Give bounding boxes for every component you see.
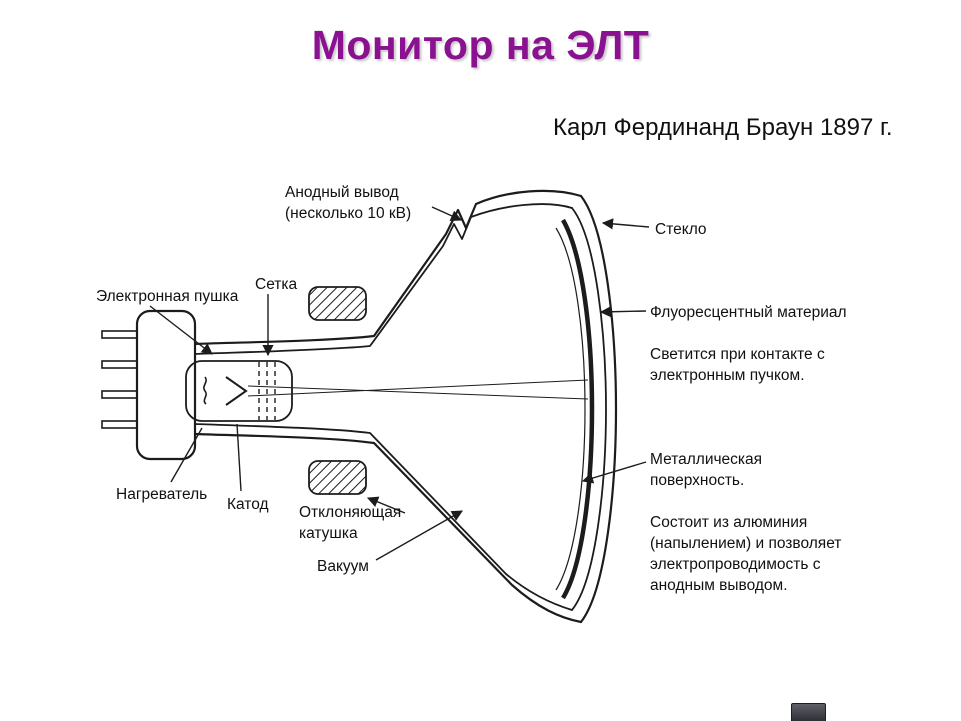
page-title: Монитор на ЭЛТ: [311, 22, 650, 68]
deflection-coil-label: Отклоняющая катушка: [299, 504, 402, 542]
metal-arrow: [581, 461, 647, 484]
fluorescent-arrow: [599, 306, 647, 318]
vacuum-label: Вакуум: [317, 558, 369, 575]
fluorescent-note: Светится при контакте с электронным пучк…: [650, 346, 825, 384]
heater-element: [203, 376, 207, 405]
deflection-coil-bottom: [308, 460, 367, 495]
gun-pins: [101, 330, 141, 429]
phosphor-layer: [561, 218, 595, 600]
electron-beams: [247, 379, 589, 400]
vacuum-arrow: [375, 510, 463, 561]
cathode-element: [225, 376, 248, 406]
metal-surface-label: Металлическая поверхность.: [650, 451, 763, 489]
coil-arrow: [366, 496, 406, 514]
anode-arrow: [431, 206, 463, 221]
glass-envelope: [193, 189, 618, 624]
heater-label: Нагреватель: [116, 486, 208, 503]
fluorescent-label: Флуоресцентный материал: [650, 304, 847, 321]
cathode-leader: [236, 423, 242, 492]
gun-inner-cage: [185, 360, 293, 422]
leader-arrows: [149, 206, 650, 561]
gun-arrow: [149, 305, 213, 355]
cathode-label: Катод: [227, 496, 269, 513]
glass-label: Стекло: [655, 221, 707, 238]
control-grid: [258, 362, 276, 420]
electron-gun-body: [135, 309, 197, 461]
metal-surface-note: Состоит из алюминия (напылением) и позво…: [650, 514, 842, 594]
heater-leader: [170, 427, 203, 483]
anode-label: Анодный вывод (несколько 10 кВ): [285, 184, 412, 222]
footer-logo-mark: [791, 703, 826, 721]
glass-arrow: [601, 218, 650, 230]
deflection-coil-top: [308, 286, 367, 321]
electron-gun-label: Электронная пушка: [96, 288, 239, 305]
metal-layer: [555, 227, 586, 591]
grid-label: Сетка: [255, 276, 298, 293]
subtitle-inventor: Карл Фердинанд Браун 1897 г.: [553, 114, 893, 141]
